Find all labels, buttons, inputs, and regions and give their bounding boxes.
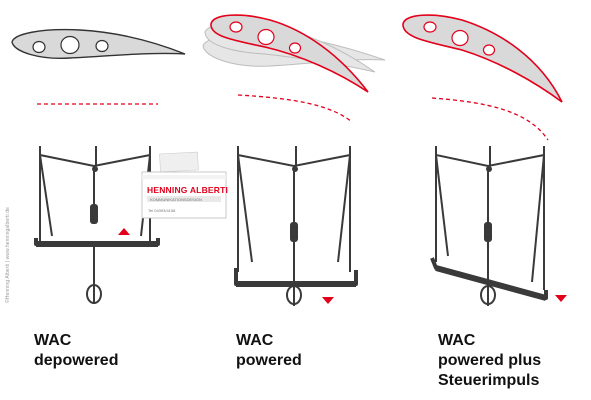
depower-rope-block — [90, 204, 98, 224]
frame-knot — [292, 166, 298, 172]
airfoil-hole — [257, 28, 275, 46]
airfoil-hole — [423, 21, 437, 33]
airfoil-hole — [451, 29, 469, 47]
panel-powered — [202, 14, 386, 306]
caption-line: WAC — [34, 332, 72, 349]
airfoil-powered — [210, 14, 369, 93]
caption-line: WAC — [236, 332, 274, 349]
frame-knot — [92, 166, 98, 172]
caption-line: depowered — [34, 352, 119, 369]
dashed-profile-line — [431, 97, 549, 141]
airfoil-hole — [60, 35, 80, 55]
airfoil-hole — [95, 39, 109, 53]
airfoil-hole — [32, 40, 46, 54]
frame-knot — [486, 166, 492, 172]
business-card: HENNING ALBERTI KOMMUNIKATIONSDESIGN Tel… — [141, 151, 228, 219]
bar-direction-arrow-down — [322, 297, 334, 304]
card-name: HENNING ALBERTI — [147, 185, 228, 195]
caption-line: WAC — [438, 332, 476, 349]
caption-steering: WAC powered plus Steuerimpuls — [438, 331, 541, 391]
dashed-profile-line — [237, 94, 353, 123]
watermark-text: ©Henning Alberti | www.henningalberti.de — [5, 207, 11, 303]
depower-rope-block — [484, 222, 492, 242]
bar-direction-arrow-down — [555, 295, 567, 302]
card-line1: KOMMUNIKATIONSDESIGN — [150, 197, 202, 202]
airfoil-steering — [402, 14, 563, 103]
caption-depowered: WAC depowered — [34, 331, 118, 371]
card-line2: Tel 04393/4158 — [148, 208, 176, 213]
airfoil-hole — [288, 42, 302, 54]
airfoil-hole — [482, 44, 496, 56]
control-frame — [237, 146, 351, 272]
control-bar-tilted — [435, 265, 547, 301]
caption-line: Steuerimpuls — [438, 372, 540, 389]
caption-line: powered plus — [438, 352, 542, 369]
airfoil-hole — [229, 21, 243, 33]
caption-powered: WAC powered — [236, 331, 302, 371]
bar-direction-arrow-up — [118, 228, 130, 235]
depower-rope-block — [290, 222, 298, 242]
panel-steering — [402, 14, 567, 306]
control-frame — [39, 146, 151, 245]
caption-line: powered — [236, 352, 302, 369]
panel-depowered: HENNING ALBERTI KOMMUNIKATIONSDESIGN Tel… — [11, 28, 228, 304]
